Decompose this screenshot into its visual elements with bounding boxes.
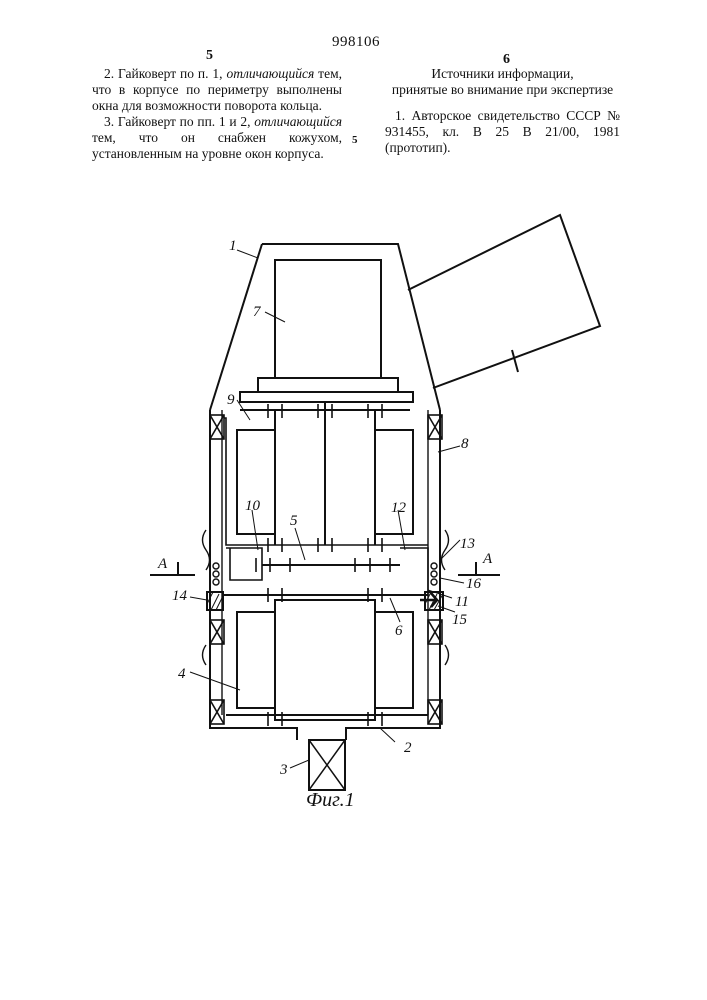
stage-12-block (400, 548, 428, 595)
motor-flange (240, 392, 413, 402)
handle-outline (408, 215, 600, 388)
leader-lines (190, 250, 464, 768)
gear-lower-right (375, 612, 413, 708)
label-7: 7 (253, 304, 262, 320)
cover-16 (442, 530, 449, 570)
cover-left (203, 530, 210, 570)
label-10: 10 (245, 498, 261, 514)
lower-carrier (275, 600, 375, 720)
label-13: 13 (460, 536, 475, 552)
housing-top-outline (210, 244, 440, 410)
section-line-a-a (150, 562, 500, 575)
section-letter-left: А (157, 556, 168, 572)
section-letter-right: А (482, 551, 493, 567)
motor-base (258, 378, 398, 392)
motor-7 (275, 260, 381, 378)
label-5: 5 (290, 513, 298, 529)
label-6: 6 (395, 623, 403, 639)
output-shaft-cross (309, 740, 345, 790)
cover-lower-right (445, 645, 449, 665)
label-1: 1 (229, 238, 237, 254)
label-8: 8 (461, 436, 469, 452)
cover-lower-left (203, 645, 207, 665)
gear-12 (375, 430, 413, 534)
label-14: 14 (172, 588, 188, 604)
gear-9 (237, 430, 275, 534)
label-3: 3 (279, 762, 288, 778)
gear-4 (237, 612, 275, 708)
figure-caption: Фиг.1 (306, 789, 355, 811)
label-12: 12 (391, 500, 407, 516)
label-16: 16 (466, 576, 482, 592)
label-4: 4 (178, 666, 186, 682)
spring-13 (213, 563, 437, 585)
label-2: 2 (404, 740, 412, 756)
label-9: 9 (227, 392, 235, 408)
label-15: 15 (452, 612, 468, 628)
label-11: 11 (455, 594, 469, 610)
handle-detail (512, 350, 518, 372)
